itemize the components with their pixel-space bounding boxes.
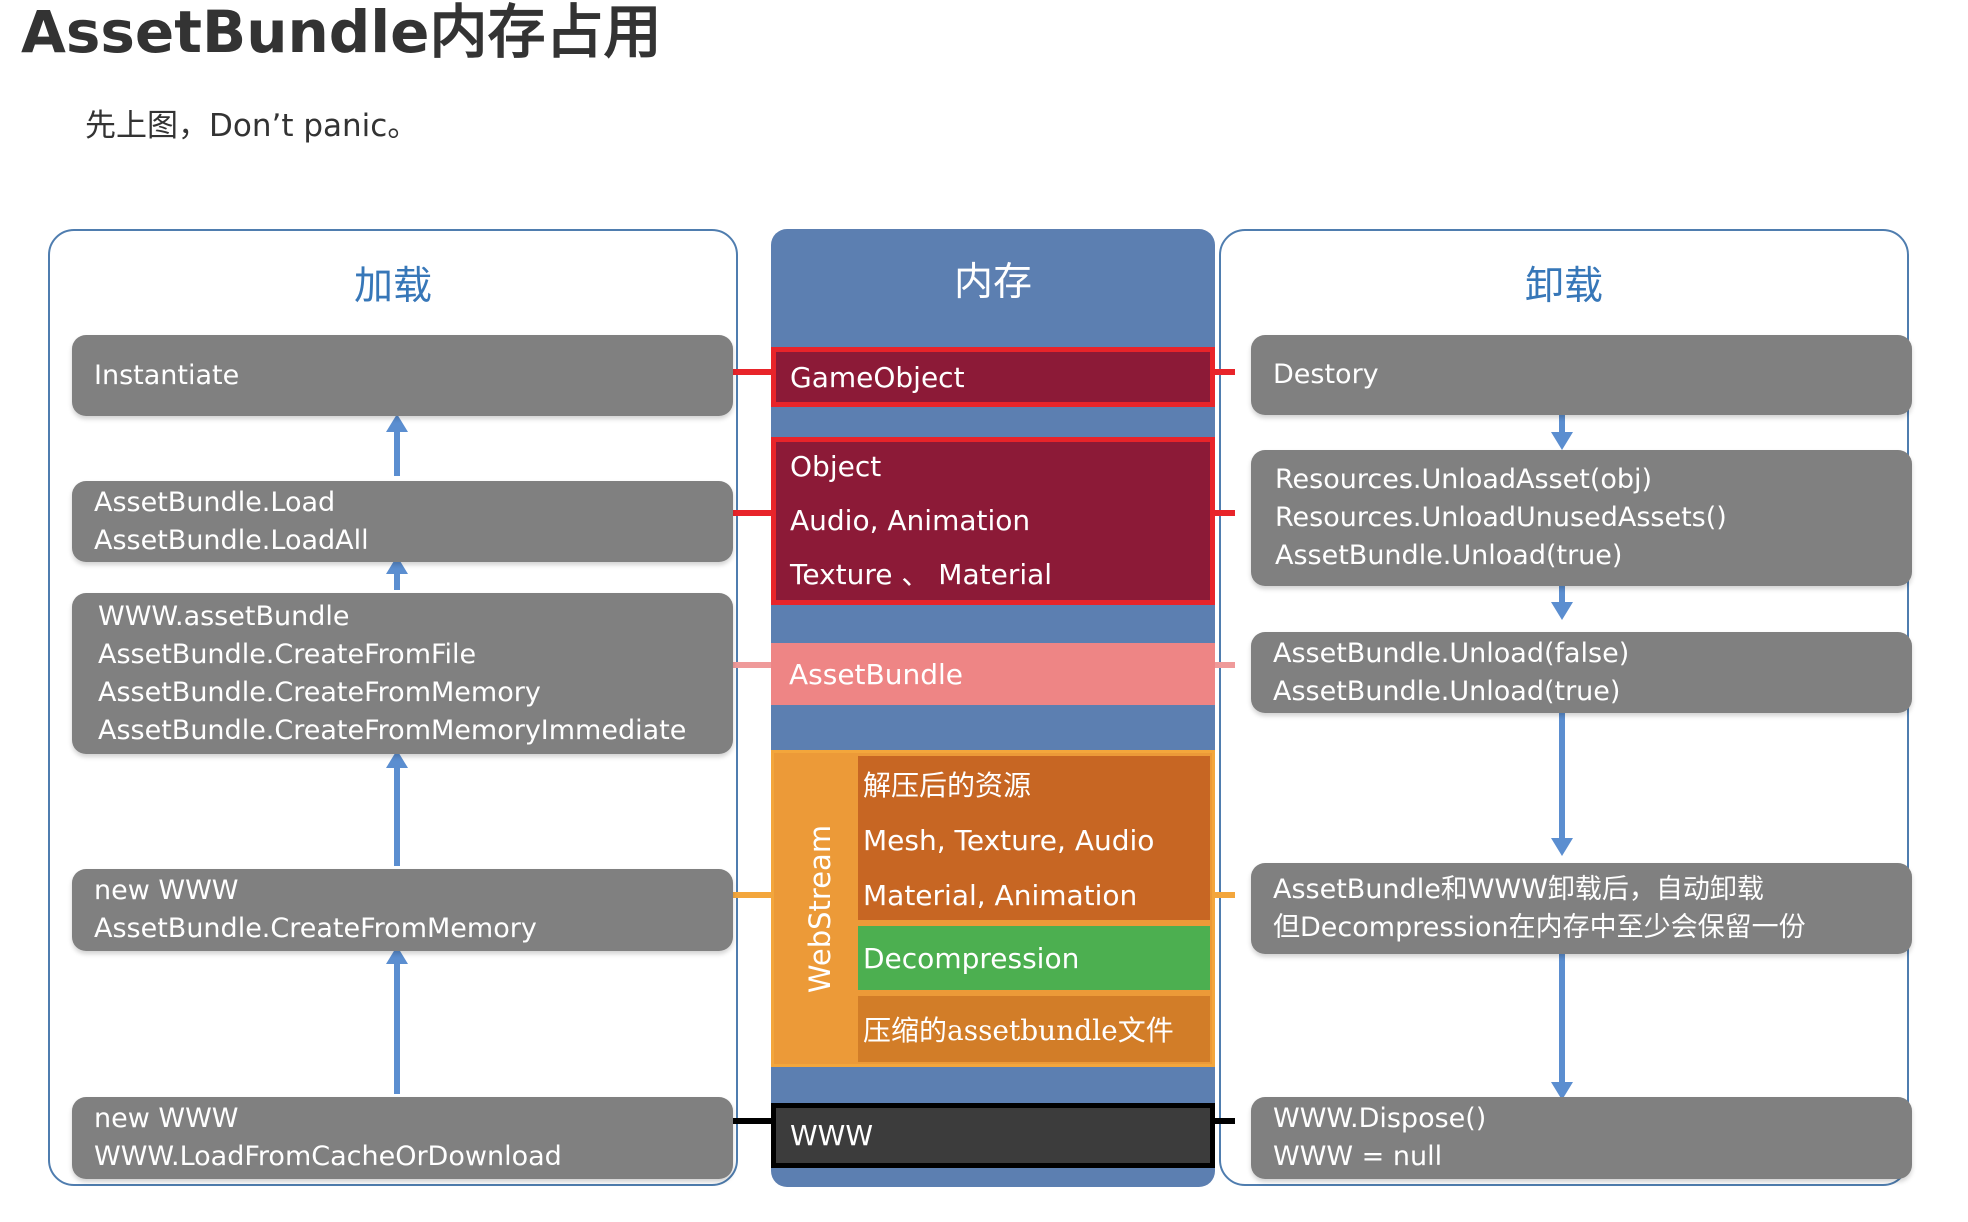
- webstream-decompression-label: Decompression: [863, 941, 1080, 975]
- box-line: Destory: [1273, 359, 1379, 390]
- up-arrow-icon: [386, 556, 408, 574]
- box-line: AssetBundle.Unload(true): [1275, 540, 1623, 571]
- connector-assetbundle-left: [723, 662, 773, 668]
- memory-assets-line: Texture 、 Material: [790, 558, 1053, 591]
- box-line: AssetBundle.LoadAll: [94, 524, 369, 556]
- box-line: AssetBundle.CreateFromMemoryImmediate: [98, 714, 687, 746]
- connector-webstream-right: [1213, 892, 1235, 898]
- load-box-new-www-cache: new WWW WWW.LoadFromCacheOrDownload: [72, 1097, 733, 1179]
- load-box-new-www-memory: new WWW AssetBundle.CreateFromMemory: [72, 869, 733, 951]
- memory-assets-line: Audio, Animation: [790, 504, 1031, 537]
- box-line: AssetBundle和WWW卸载后，自动卸载: [1273, 873, 1764, 905]
- unload-panel-title: 卸载: [1524, 264, 1603, 309]
- unload-arrow-line-4: [1559, 950, 1565, 1086]
- webstream-compressed-file: 压缩的assetbundle文件: [858, 996, 1210, 1062]
- box-line: Resources.UnloadUnusedAssets(): [1275, 502, 1727, 533]
- connector-webstream-left: [723, 892, 773, 898]
- connector-assets-right: [1213, 510, 1235, 516]
- down-arrow-icon: [1551, 602, 1573, 620]
- connector-assetbundle-right: [1213, 662, 1235, 668]
- load-arrow-line-3: [394, 764, 400, 866]
- box-line: AssetBundle.Unload(false): [1273, 637, 1630, 669]
- intro-text: 先上图，Don’t panic。: [85, 108, 419, 144]
- memory-gameobject: GameObject: [771, 347, 1215, 407]
- unload-box-www-dispose: WWW.Dispose() WWW = null: [1251, 1097, 1912, 1179]
- webstream-resources-line: Material, Animation: [863, 879, 1138, 912]
- unload-box-destroy: Destory: [1251, 335, 1912, 415]
- box-line: AssetBundle.CreateFromMemory: [94, 913, 537, 944]
- webstream-decompression: Decompression: [858, 926, 1210, 990]
- down-arrow-icon: [1551, 1082, 1573, 1100]
- box-line: new WWW: [94, 875, 239, 906]
- memory-column-title: 内存: [953, 260, 1032, 305]
- up-arrow-icon: [386, 414, 408, 432]
- webstream-compressed-label: 压缩的assetbundle文件: [863, 1014, 1174, 1047]
- box-line: 但Decompression在内存中至少会保留一份: [1273, 911, 1806, 943]
- box-line: Instantiate: [94, 359, 240, 391]
- load-box-create-from: WWW.assetBundle AssetBundle.CreateFromFi…: [72, 593, 733, 754]
- load-box-assetbundle-load: AssetBundle.Load AssetBundle.LoadAll: [72, 481, 733, 562]
- memory-assetbundle: AssetBundle: [771, 643, 1215, 705]
- connector-www-left: [723, 1118, 773, 1124]
- load-box-instantiate: Instantiate: [72, 335, 733, 416]
- unload-arrow-line-1: [1559, 412, 1565, 436]
- memory-assetbundle-label: AssetBundle: [789, 657, 964, 691]
- box-line: WWW.Dispose(): [1273, 1103, 1487, 1134]
- connector-www-right: [1213, 1118, 1235, 1124]
- box-line: new WWW: [94, 1103, 239, 1134]
- load-arrow-line-4: [394, 960, 400, 1094]
- box-line: AssetBundle.Load: [94, 486, 336, 518]
- unload-box-unload-assets: Resources.UnloadAsset(obj) Resources.Unl…: [1251, 450, 1912, 586]
- unload-arrow-line-3: [1559, 712, 1565, 842]
- box-line: WWW.assetBundle: [98, 600, 350, 632]
- webstream-resources-line: Mesh, Texture, Audio: [863, 824, 1155, 857]
- memory-gameobject-label: GameObject: [790, 360, 965, 394]
- down-arrow-icon: [1551, 838, 1573, 856]
- unload-arrow-line-2: [1559, 584, 1565, 606]
- unload-box-assetbundle-unload: AssetBundle.Unload(false) AssetBundle.Un…: [1251, 632, 1912, 713]
- webstream-resources: 解压后的资源 Mesh, Texture, Audio Material, An…: [858, 756, 1210, 920]
- load-panel-title: 加载: [353, 264, 432, 309]
- box-line: Resources.UnloadAsset(obj): [1275, 464, 1653, 495]
- memory-assets-line: Object: [790, 450, 882, 483]
- connector-gameobject-left: [723, 369, 773, 375]
- connector-gameobject-right: [1213, 369, 1235, 375]
- load-arrow-line-1: [394, 428, 400, 476]
- load-arrow-line-2: [394, 570, 400, 590]
- down-arrow-icon: [1551, 432, 1573, 450]
- box-line: WWW = null: [1273, 1141, 1443, 1172]
- memory-www: WWW: [771, 1103, 1215, 1168]
- page-title: AssetBundle内存占用: [21, 0, 662, 66]
- unload-box-auto-unload: AssetBundle和WWW卸载后，自动卸载 但Decompression在内…: [1251, 863, 1912, 954]
- memory-assets: Object Audio, Animation Texture 、 Materi…: [771, 437, 1215, 605]
- up-arrow-icon: [386, 946, 408, 964]
- webstream-label-text: WebStream: [803, 824, 837, 993]
- box-line: AssetBundle.CreateFromFile: [98, 638, 477, 670]
- box-line: AssetBundle.Unload(true): [1273, 675, 1621, 707]
- webstream-label: WebStream: [790, 750, 850, 1067]
- connector-assets-left: [723, 510, 773, 516]
- memory-www-label: WWW: [790, 1119, 874, 1152]
- up-arrow-icon: [386, 750, 408, 768]
- box-line: AssetBundle.CreateFromMemory: [98, 676, 541, 708]
- box-line: WWW.LoadFromCacheOrDownload: [94, 1141, 562, 1172]
- webstream-resources-line: 解压后的资源: [863, 769, 1032, 802]
